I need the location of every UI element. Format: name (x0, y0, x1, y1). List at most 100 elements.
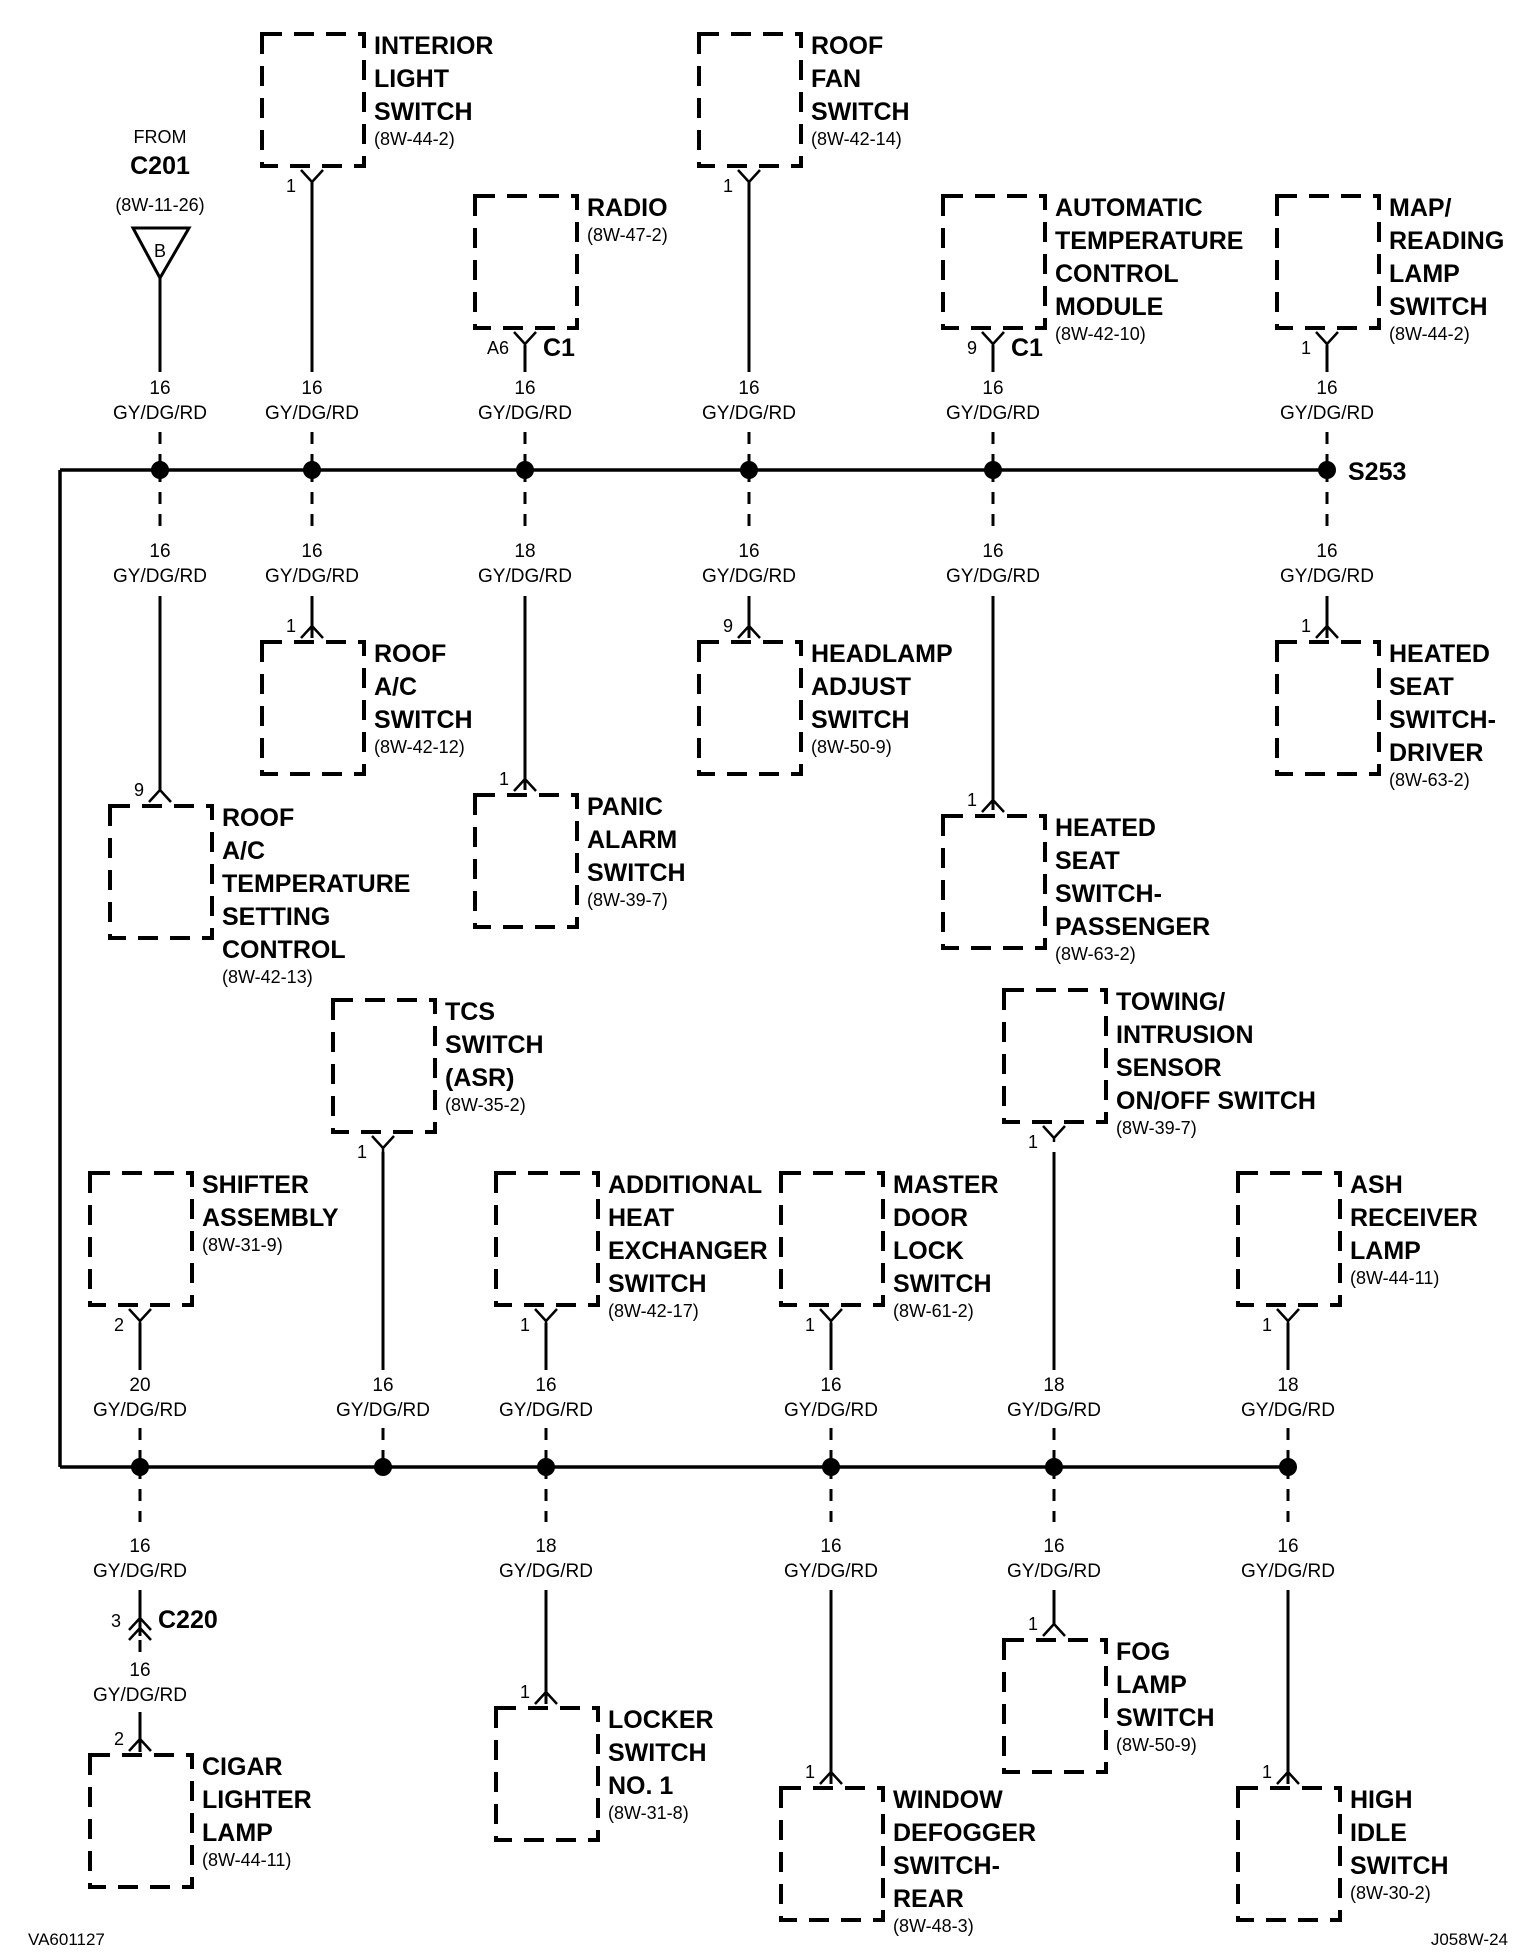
component-box (260, 640, 366, 776)
pin-connector-mark (819, 1308, 843, 1325)
component-pin: 1 (1301, 616, 1311, 636)
c201-triangle (130, 226, 192, 282)
component-label: HEATED (1055, 814, 1156, 842)
component-connector: C1 (1011, 334, 1043, 362)
component-8: ROOFA/CTEMPERATURESETTINGCONTROL(8W-42-1… (108, 780, 410, 987)
pin-connector-mark (534, 1308, 558, 1325)
component-pin: 1 (1028, 1132, 1038, 1152)
wire-color: GY/DG/RD (702, 403, 796, 424)
component-ref: (8W-44-11) (202, 1850, 291, 1870)
component-pin: 9 (723, 616, 733, 636)
component-box (88, 1753, 194, 1889)
component-label: HEATED (1389, 640, 1490, 668)
component-label: TOWING/ (1116, 988, 1225, 1016)
wire-gauge: 20 (129, 1375, 150, 1396)
component-pin: 9 (134, 780, 144, 800)
component-connector: C1 (543, 334, 575, 362)
component-pin: 2 (114, 1315, 124, 1335)
pin-connector-mark (981, 331, 1005, 348)
component-pin: 1 (520, 1315, 530, 1335)
wire-color: GY/DG/RD (93, 1561, 187, 1582)
component-label: PASSENGER (1055, 913, 1210, 941)
component-label: LIGHTER (202, 1786, 312, 1814)
component-label: CONTROL (1055, 260, 1179, 288)
component-label: FOG (1116, 1638, 1170, 1666)
wire-color: GY/DG/RD (784, 1561, 878, 1582)
component-label: DEFOGGER (893, 1819, 1036, 1847)
component-label: ADJUST (811, 673, 911, 701)
component-box (88, 1171, 194, 1307)
component-label: SWITCH- (893, 1852, 1000, 1880)
wire-color: GY/DG/RD (1280, 403, 1374, 424)
component-label: LIGHT (374, 65, 449, 93)
pin-connector-mark (371, 1135, 395, 1152)
pin-connector-mark (513, 775, 537, 792)
component-label: HIGH (1350, 1786, 1413, 1814)
component-ref: (8W-50-9) (1116, 1735, 1197, 1755)
component-label: ADDITIONAL (608, 1171, 762, 1199)
c201-pin: B (154, 241, 166, 261)
wire-gauge: 16 (129, 1536, 150, 1557)
wire-gauge: 18 (535, 1536, 556, 1557)
component-ref: (8W-31-8) (608, 1803, 689, 1823)
component-ref: (8W-35-2) (445, 1095, 526, 1115)
wire-color: GY/DG/RD (113, 566, 207, 587)
component-pin: 1 (520, 1682, 530, 1702)
component-pin: 9 (967, 338, 977, 358)
component-label: TCS (445, 998, 495, 1026)
wire-color: GY/DG/RD (1241, 1561, 1335, 1582)
wire-gauge: 16 (149, 541, 170, 562)
component-box (494, 1171, 600, 1307)
wire-color: GY/DG/RD (265, 403, 359, 424)
pin-connector-mark (981, 796, 1005, 813)
splice-dot (374, 1458, 392, 1476)
wire-color: GY/DG/RD (113, 403, 207, 424)
component-label: RECEIVER (1350, 1204, 1478, 1232)
wire-gauge: 16 (982, 378, 1003, 399)
component-label: SWITCH (811, 98, 910, 126)
wire-color: GY/DG/RD (1007, 1561, 1101, 1582)
component-label: LOCK (893, 1237, 964, 1265)
component-ref: (8W-42-17) (608, 1301, 699, 1321)
component-pin: 1 (286, 616, 296, 636)
pin-connector-mark (128, 1308, 152, 1325)
component-box (1275, 640, 1381, 776)
component-label: EXCHANGER (608, 1237, 768, 1265)
wire-gauge: 16 (1277, 1536, 1298, 1557)
component-label: HEADLAMP (811, 640, 953, 668)
wire-gauge: 18 (1043, 1375, 1064, 1396)
component-label: LOCKER (608, 1706, 714, 1734)
component-label: A/C (374, 673, 417, 701)
wire-gauge: 16 (535, 1375, 556, 1396)
wire-color: GY/DG/RD (499, 1400, 593, 1421)
wire-color: GY/DG/RD (93, 1400, 187, 1421)
component-label: LAMP (1116, 1671, 1187, 1699)
component-label: ALARM (587, 826, 677, 854)
component-label: SWITCH (608, 1270, 707, 1298)
component-box (941, 194, 1047, 330)
component-box (941, 814, 1047, 950)
component-pin: 1 (357, 1142, 367, 1162)
component-label: SWITCH (374, 98, 473, 126)
pin-connector-mark (737, 622, 761, 639)
wire-gauge: 16 (301, 378, 322, 399)
component-label: MAP/ (1389, 194, 1452, 222)
component-label: TEMPERATURE (1055, 227, 1243, 255)
component-label: A/C (222, 837, 265, 865)
component-label: SEAT (1055, 847, 1120, 875)
drawing-id-right: J058W-24 (1431, 1930, 1508, 1949)
component-label: SENSOR (1116, 1054, 1222, 1082)
component-ref: (8W-30-2) (1350, 1883, 1431, 1903)
component-pin: 1 (1028, 1614, 1038, 1634)
component-box (260, 32, 366, 168)
